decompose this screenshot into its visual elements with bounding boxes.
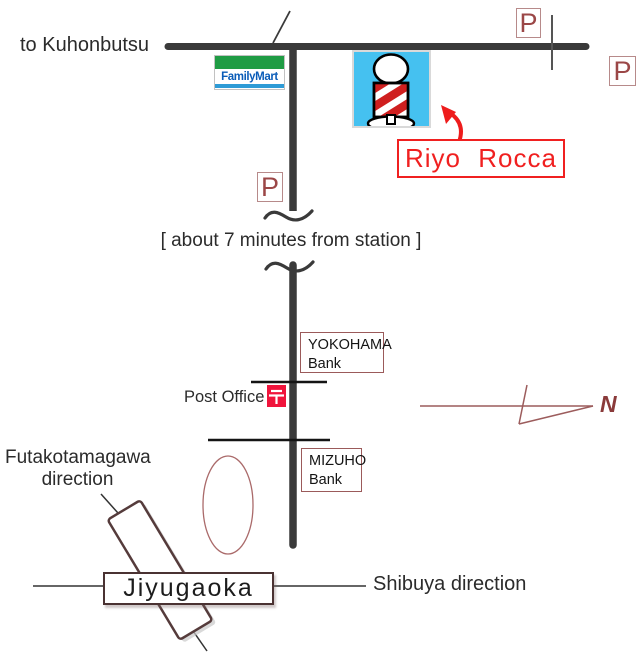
futakotamagawa-line2: direction <box>41 468 114 490</box>
parking-letter: P <box>613 55 632 86</box>
parking-sign-mid: P <box>257 172 283 202</box>
north-label: N <box>600 391 617 417</box>
familymart-blue-bar-icon <box>215 84 284 88</box>
north-arrow <box>420 384 594 425</box>
shop-arrow-line <box>448 111 463 144</box>
parking-letter: P <box>519 7 538 38</box>
shop-arrow-head-icon <box>441 105 456 124</box>
mizuho-bank-name: MIZUHO <box>309 453 367 469</box>
station-distance-note: [ about 7 minutes from station ] <box>160 230 422 251</box>
jiyugaoka-station-box: Jiyugaoka <box>103 572 274 605</box>
road-continuation-tick <box>272 10 291 44</box>
barber-pole-icon <box>366 53 416 132</box>
mizuho-bank-word: Bank <box>309 471 343 488</box>
familymart-sign: FamilyMart <box>214 55 285 90</box>
barber-pole-sign <box>352 50 431 132</box>
shop-name-callout: Riyo Rocca <box>397 139 565 178</box>
mizuho-bank-box: MIZUHO Bank <box>301 448 367 492</box>
parking-letter: P <box>260 171 279 202</box>
futakotamagawa-direction-label: Futakotamagawa direction <box>5 447 151 491</box>
futakotamagawa-line1: Futakotamagawa <box>5 447 151 468</box>
rotary-ellipse <box>202 455 254 555</box>
road-break-mark-upper <box>263 209 314 222</box>
to-kuhonbutsu-label: to Kuhonbutsu <box>20 34 149 56</box>
yokohama-bank-name: YOKOHAMA <box>308 337 392 353</box>
familymart-logo-text: FamilyMart <box>221 70 278 83</box>
parking-sign-top: P <box>516 8 541 38</box>
post-office-label: Post Office <box>184 388 265 406</box>
road-break-mark-lower <box>264 260 315 273</box>
shibuya-direction-label: Shibuya direction <box>373 573 527 595</box>
yokohama-bank-word: Bank <box>308 355 342 372</box>
familymart-green-bar-icon <box>215 56 284 69</box>
post-office-mark-icon <box>267 385 286 407</box>
parking-sign-right: P <box>609 56 636 86</box>
railway-band <box>107 500 213 640</box>
yokohama-bank-box: YOKOHAMA Bank <box>300 332 392 373</box>
